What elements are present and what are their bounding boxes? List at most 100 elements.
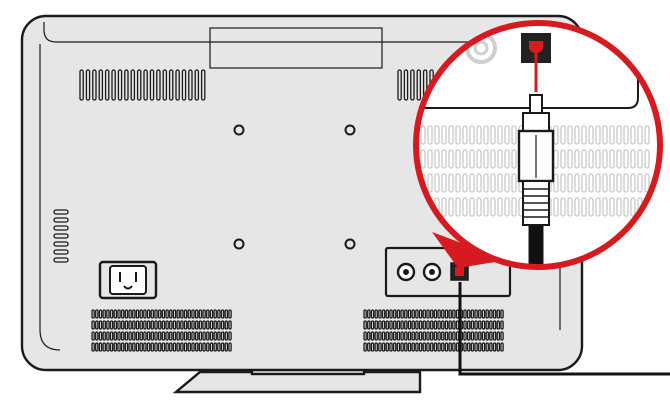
vent-slot xyxy=(53,241,69,247)
optical-port-icon xyxy=(450,262,469,281)
vent-slot xyxy=(381,309,386,319)
vent-slot xyxy=(637,173,643,193)
vent-slot xyxy=(574,173,580,193)
vent-slot xyxy=(385,331,390,341)
vent-slot xyxy=(91,320,95,330)
vent-slot xyxy=(392,331,397,341)
vent-slot xyxy=(124,309,129,319)
vent-slot xyxy=(392,309,397,319)
toslink-plug-icon xyxy=(517,94,555,266)
vent-slot xyxy=(135,320,140,330)
vent-slot xyxy=(183,320,188,330)
vent-slot xyxy=(427,173,433,193)
vent-slot xyxy=(370,331,375,341)
vent-slot xyxy=(367,342,371,352)
zoom-vent xyxy=(416,125,650,217)
vent-slot xyxy=(567,197,573,217)
vent-slot xyxy=(609,197,615,217)
vent-slot xyxy=(53,233,69,239)
vent-slot xyxy=(567,173,573,193)
vent-slot xyxy=(224,342,229,352)
vent-slot xyxy=(194,342,199,352)
vent-slot xyxy=(637,125,643,145)
vent-slot xyxy=(198,320,203,330)
vent-slot xyxy=(120,342,125,352)
vent-slot xyxy=(407,342,412,352)
zoom-panel-edge xyxy=(416,23,639,109)
vent-slot xyxy=(433,342,438,352)
vent-slot xyxy=(418,331,423,341)
vent-slot xyxy=(415,309,419,319)
vent-slot xyxy=(422,309,427,319)
vent-slot xyxy=(213,331,217,341)
vent-slot xyxy=(470,309,475,319)
vent-slot xyxy=(478,331,482,341)
vent-slot xyxy=(217,342,221,352)
vent-slot xyxy=(574,149,580,169)
vent-slot xyxy=(132,342,136,352)
vent-slot xyxy=(489,309,493,319)
vent-slot xyxy=(433,331,438,341)
vent-slot xyxy=(161,320,166,330)
vent-slot xyxy=(415,342,419,352)
vent-slot xyxy=(476,125,482,145)
vent-slot xyxy=(474,331,478,341)
vent-slot xyxy=(135,342,140,352)
vent-slot xyxy=(209,309,214,319)
vent-slot xyxy=(156,69,161,101)
vent-slot xyxy=(448,149,454,169)
vent-slot xyxy=(162,69,168,101)
vent-slot xyxy=(113,342,118,352)
vent-slot xyxy=(485,320,489,330)
vent-slot xyxy=(511,149,517,169)
vent-slot xyxy=(363,331,367,341)
vent-slot xyxy=(53,249,69,255)
vent-slot xyxy=(511,125,517,145)
vent-slot xyxy=(489,320,493,330)
vent-slot xyxy=(581,173,587,193)
vent-slot xyxy=(217,320,221,330)
vent-slot xyxy=(404,320,408,330)
vent-slot xyxy=(220,342,225,352)
vent-slot xyxy=(224,331,229,341)
vent-slot xyxy=(175,69,180,101)
vent-slot xyxy=(403,69,409,101)
vent-slot xyxy=(169,342,173,352)
vent-slot xyxy=(109,320,114,330)
vent-slot xyxy=(181,69,187,101)
vent-slot xyxy=(623,125,629,145)
vent-slot xyxy=(418,309,423,319)
vent-slot xyxy=(448,342,452,352)
vent-slot xyxy=(500,320,504,330)
vent-slot xyxy=(176,331,180,341)
vent-slot xyxy=(392,342,397,352)
vent-slot xyxy=(111,69,116,101)
vent-slot xyxy=(581,149,587,169)
vent-slot xyxy=(623,173,629,193)
vent-slot xyxy=(128,342,132,352)
vent-slot xyxy=(385,320,390,330)
vent-slot xyxy=(602,125,608,145)
vent-slot xyxy=(644,125,650,145)
vent-slot xyxy=(367,309,371,319)
vent-slot xyxy=(106,331,110,341)
vent-slot xyxy=(180,331,184,341)
vent-slot xyxy=(500,309,504,319)
vent-slot xyxy=(198,309,203,319)
vent-slot xyxy=(407,320,412,330)
vent-slot xyxy=(490,125,496,145)
vent-slot xyxy=(363,309,367,319)
vent-slot xyxy=(106,309,110,319)
vent-slot xyxy=(146,342,151,352)
vent-slot xyxy=(124,331,129,341)
vent-slot xyxy=(392,320,397,330)
vent-slot xyxy=(95,342,99,352)
vent-slot xyxy=(588,125,594,145)
vent-slot xyxy=(389,331,393,341)
vent-slot xyxy=(485,331,489,341)
vent-slot xyxy=(161,342,166,352)
vent-slot xyxy=(172,342,177,352)
vent-slot xyxy=(165,320,169,330)
vent-slot xyxy=(500,331,504,341)
vent-slot xyxy=(504,197,510,217)
